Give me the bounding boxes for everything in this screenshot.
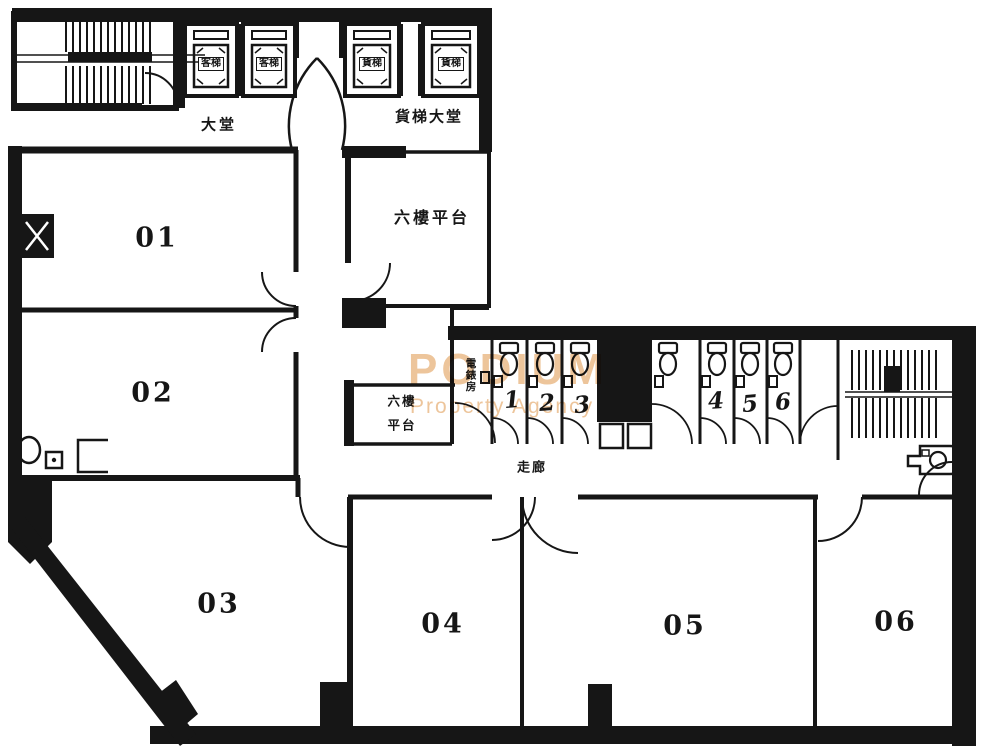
room-04-number: 04	[421, 608, 465, 640]
stair-treads-lower	[851, 398, 937, 438]
toilet-block	[448, 326, 976, 460]
paper-holders	[480, 371, 778, 388]
east-outer-wall	[952, 326, 976, 746]
stair-lift-divider	[174, 10, 185, 108]
core-passage-walls	[295, 22, 343, 58]
stair-treads-lower	[65, 66, 151, 104]
room-02-number: 02	[131, 377, 175, 409]
stair-newel	[884, 366, 900, 392]
core-right-wall	[479, 8, 492, 152]
platform-room-label: 六樓平台	[393, 210, 471, 227]
lobby-door-arc	[144, 72, 179, 107]
toilet-icon	[569, 341, 591, 377]
cargo-lobby-label: 貨梯大堂	[394, 108, 464, 126]
lift-divider	[236, 24, 244, 96]
cargo-lift-1-label: 貨梯	[359, 57, 385, 71]
room06-door-arc	[817, 496, 863, 542]
room02-washroom-fixtures	[16, 435, 108, 474]
cargo-lift-dividers	[399, 24, 422, 96]
toilet-icon	[657, 341, 679, 377]
stall-number-5: 5	[740, 389, 760, 419]
column	[588, 684, 612, 728]
room05-door-arc	[521, 496, 579, 554]
corridor-label: 走廊	[516, 459, 548, 475]
stair-landing-rail	[68, 52, 152, 62]
stall-number-1: 1	[502, 385, 522, 415]
room-06-number: 06	[874, 606, 918, 638]
cargo-lift-2-label: 貨梯	[438, 57, 464, 71]
stall-door-arcs	[454, 402, 839, 445]
stall-number-4: 4	[707, 386, 725, 416]
basin-icon	[44, 450, 64, 470]
shaft-box-2	[626, 422, 653, 450]
small-platform-label-top: 六樓	[387, 394, 417, 409]
main-entrance-arch	[287, 57, 347, 151]
cargo-lift-2	[421, 22, 481, 98]
lift-core	[11, 8, 492, 152]
passenger-lift-1-label: 客梯	[198, 57, 224, 71]
column	[150, 680, 198, 736]
small-platform-label-bottom: 平台	[387, 418, 417, 433]
stair-door-arc	[918, 461, 953, 496]
stall-number-2: 2	[538, 388, 556, 418]
west-outer-wall	[8, 146, 22, 482]
service-shaft	[597, 336, 652, 422]
stair-treads-upper	[65, 18, 151, 52]
toilet-icon	[534, 341, 556, 377]
room03-door-arc	[299, 496, 351, 548]
shaft-box-1	[598, 422, 625, 450]
room-05-number: 05	[663, 610, 707, 642]
east-staircase	[845, 350, 965, 496]
column	[320, 682, 350, 728]
stall-number-6: 6	[774, 387, 792, 417]
toilet-icon	[498, 341, 520, 377]
stall-number-3: 3	[572, 390, 592, 420]
toilet-icon	[16, 435, 42, 465]
toilet-icons	[498, 341, 794, 377]
room-01-number: 01	[135, 222, 179, 254]
diagonal-wall	[8, 516, 196, 746]
platform-room	[342, 146, 491, 330]
room04-door-arc	[491, 496, 536, 541]
room01-door-arc	[261, 271, 297, 307]
toilet-icon	[772, 341, 794, 377]
toilet-icon	[739, 341, 761, 377]
south-rooms	[8, 326, 976, 746]
toilet-top-wall	[448, 326, 976, 340]
passenger-lift-2-label: 客梯	[256, 57, 282, 71]
west-rooms	[8, 146, 300, 564]
duct-box	[20, 214, 54, 258]
toilet-icon	[706, 341, 728, 377]
utility-room-label: 電錶房	[464, 358, 477, 393]
stall-dividers	[490, 340, 840, 460]
washroom-partition	[76, 438, 108, 474]
building-east-edge	[450, 152, 491, 330]
lobby-label: 大堂	[200, 116, 238, 134]
platform-corner-wall	[342, 298, 386, 328]
room02-door-arc	[261, 317, 297, 353]
platform-door-arc	[351, 262, 391, 302]
south-outer-wall	[150, 726, 976, 744]
room-03-number: 03	[197, 588, 241, 620]
